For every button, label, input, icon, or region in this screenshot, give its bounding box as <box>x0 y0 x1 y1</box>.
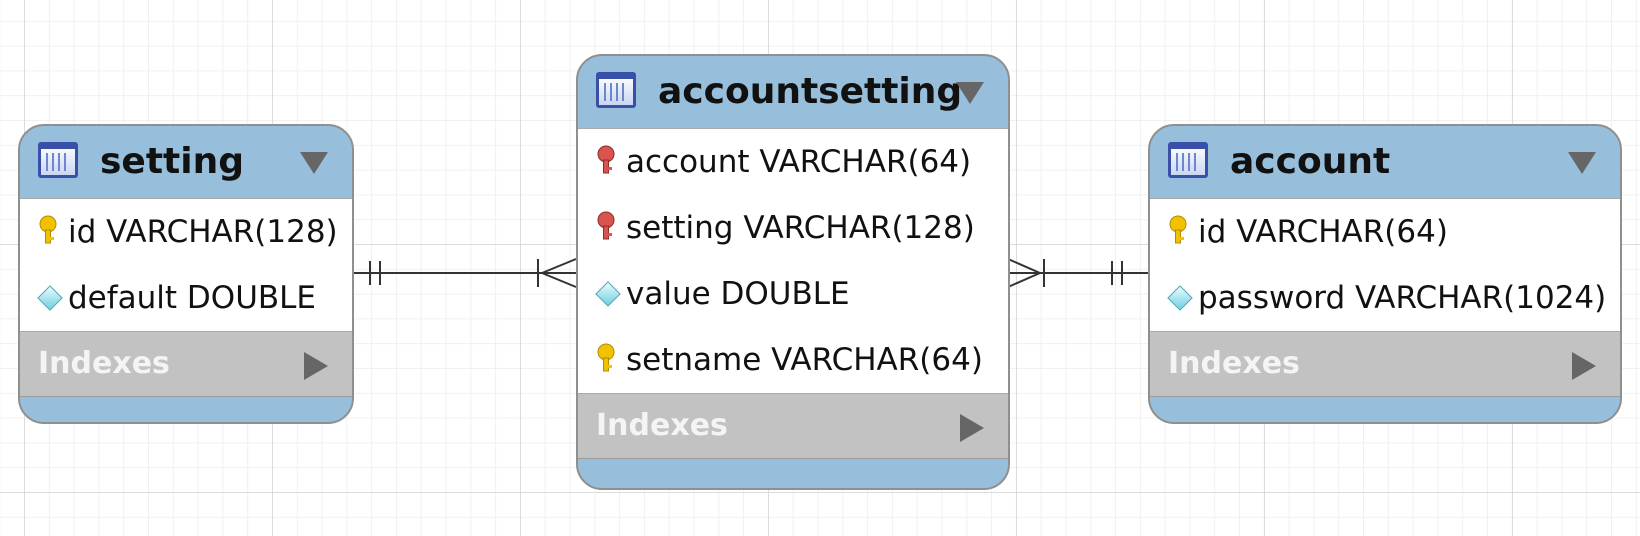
column-list: account VARCHAR(64) setting VARCHAR(128)… <box>578 128 1008 394</box>
column-definition: setting VARCHAR(128) <box>626 210 975 246</box>
key-red-icon <box>597 145 615 174</box>
table-header[interactable]: account <box>1150 126 1620 198</box>
column-row[interactable]: setting VARCHAR(128) <box>578 195 1008 261</box>
column-row[interactable]: password VARCHAR(1024) <box>1150 265 1620 331</box>
column-row[interactable]: id VARCHAR(64) <box>1150 199 1620 265</box>
table-header[interactable]: accountsetting <box>578 56 1008 128</box>
column-definition: account VARCHAR(64) <box>626 144 972 180</box>
table-name: account <box>1230 141 1391 182</box>
table-icon <box>596 72 636 108</box>
column-definition: id VARCHAR(128) <box>68 214 338 250</box>
relationship-setting-accountsetting[interactable] <box>354 258 577 288</box>
table-icon <box>1168 142 1208 178</box>
key-yellow-icon <box>597 343 615 372</box>
diamond-icon <box>37 285 63 311</box>
column-list: id VARCHAR(128) default DOUBLE <box>20 198 352 332</box>
relationship-account-accountsetting[interactable] <box>1007 258 1148 288</box>
collapse-triangle-icon[interactable] <box>956 82 984 104</box>
collapse-triangle-icon[interactable] <box>300 152 328 174</box>
table-name: accountsetting <box>658 71 963 112</box>
table-accountsetting[interactable]: accountsetting account VARCHAR(64) setti… <box>576 54 1010 490</box>
table-name: setting <box>100 141 244 182</box>
column-row[interactable]: value DOUBLE <box>578 261 1008 327</box>
indexes-label: Indexes <box>596 408 728 443</box>
table-header[interactable]: setting <box>20 126 352 198</box>
expand-triangle-icon[interactable] <box>960 414 984 442</box>
indexes-section[interactable]: Indexes <box>20 332 352 397</box>
crowfoot-accountsetting <box>1007 272 1041 288</box>
column-definition: default DOUBLE <box>68 280 317 316</box>
indexes-label: Indexes <box>1168 346 1300 381</box>
key-yellow-icon <box>39 215 57 244</box>
table-account[interactable]: account id VARCHAR(64) password VARCHAR(… <box>1148 124 1622 424</box>
column-row[interactable]: account VARCHAR(64) <box>578 129 1008 195</box>
column-row[interactable]: default DOUBLE <box>20 265 352 331</box>
indexes-section[interactable]: Indexes <box>578 394 1008 459</box>
column-definition: setname VARCHAR(64) <box>626 342 983 378</box>
crowfoot-accountsetting <box>1007 258 1041 274</box>
column-definition: value DOUBLE <box>626 276 850 312</box>
expand-triangle-icon[interactable] <box>1572 352 1596 380</box>
expand-triangle-icon[interactable] <box>304 352 328 380</box>
table-setting[interactable]: setting id VARCHAR(128) default DOUBLE I… <box>18 124 354 424</box>
indexes-label: Indexes <box>38 346 170 381</box>
key-yellow-icon <box>1169 215 1187 244</box>
collapse-triangle-icon[interactable] <box>1568 152 1596 174</box>
column-definition: password VARCHAR(1024) <box>1198 280 1607 316</box>
table-icon <box>38 142 78 178</box>
crowfoot-accountsetting <box>541 272 577 288</box>
column-list: id VARCHAR(64) password VARCHAR(1024) <box>1150 198 1620 332</box>
indexes-section[interactable]: Indexes <box>1150 332 1620 397</box>
key-red-icon <box>597 211 615 240</box>
column-definition: id VARCHAR(64) <box>1198 214 1448 250</box>
diamond-icon <box>1167 285 1193 311</box>
diamond-icon <box>595 281 621 307</box>
column-row[interactable]: setname VARCHAR(64) <box>578 327 1008 393</box>
crowfoot-accountsetting <box>541 258 577 274</box>
column-row[interactable]: id VARCHAR(128) <box>20 199 352 265</box>
